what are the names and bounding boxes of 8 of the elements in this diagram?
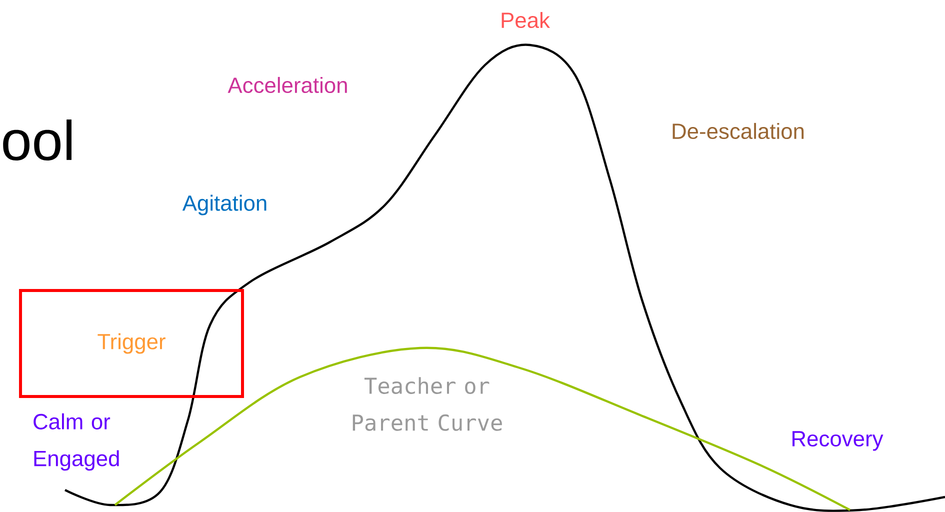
stage-label: Acceleration [228,76,347,94]
curve-label: Teacher or Parent Curve [352,377,502,431]
trigger-box: Trigger [19,289,244,398]
stage-label: De-escalation [672,122,804,140]
stage-label: Peak [502,12,550,28]
stage-label: Recovery [792,431,884,451]
title-fragment: ool [3,120,72,160]
stage-label: Agitation [182,194,266,216]
